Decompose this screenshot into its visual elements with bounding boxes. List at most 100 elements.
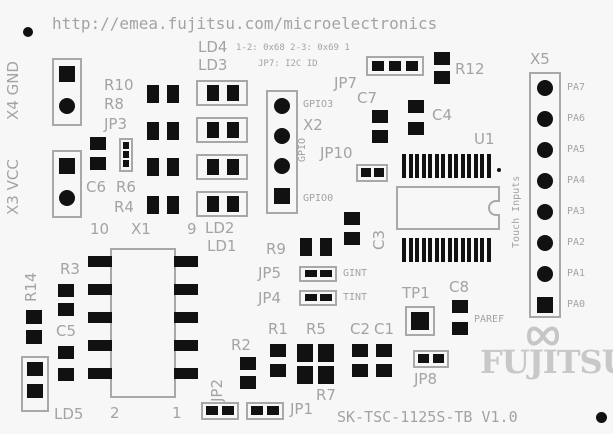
c4-pad: [408, 122, 424, 135]
x5-pin-pa4: [537, 173, 553, 189]
ld4-label: LD4: [198, 38, 228, 56]
x5-pin-pa7: [537, 80, 553, 96]
u1-pin: [447, 238, 452, 262]
r9-pad: [300, 238, 312, 256]
x1-pin: [174, 256, 198, 267]
u1-pin: [486, 238, 491, 262]
u1-pin: [454, 238, 458, 262]
x2-pin-gpio0: [274, 188, 290, 204]
c5-pad: [58, 368, 74, 381]
brand-logo: FUJITSU: [480, 343, 613, 381]
jp7-pad: [389, 61, 401, 71]
x3-pin-1: [59, 158, 75, 174]
r10-label: R10: [104, 76, 134, 94]
u1-pin: [415, 154, 419, 178]
r14-pad: [26, 310, 42, 324]
x2-pin: [274, 158, 290, 174]
c3-pad: [344, 212, 360, 225]
jp1-pad: [267, 406, 279, 415]
jp5-label: JP5: [258, 264, 282, 282]
jp10-label: JP10: [320, 144, 353, 162]
u1-pin: [447, 154, 452, 178]
x1-pin: [174, 312, 198, 323]
x5-pin-label: PA0: [567, 299, 586, 310]
jp4-label: JP4: [258, 289, 282, 307]
jp7-pad: [372, 61, 384, 71]
jp5-pad: [320, 270, 332, 277]
jp10-pad: [361, 168, 371, 177]
u1-pin: [467, 238, 471, 262]
r4-pad: [147, 196, 159, 214]
r2-label: R2: [231, 336, 251, 354]
u1-top-pins: [402, 154, 492, 178]
jp7-pad: [406, 61, 418, 71]
u1-notch: [488, 200, 500, 216]
u1-pin: [434, 154, 439, 178]
ld1-label: LD1: [207, 237, 237, 255]
u1-pin: [402, 154, 406, 178]
r6-label: R6: [116, 178, 136, 196]
gint-label: GINT: [343, 268, 368, 279]
url-label: http://emea.fujitsu.com/microelectronics: [52, 14, 438, 33]
x1-chip: [110, 248, 176, 398]
ld3-label: LD3: [198, 56, 228, 74]
x5-pin-pa1: [537, 266, 553, 282]
r6-pad: [167, 158, 179, 176]
jp7-note: 1-2: 0x68 2-3: 0x69 1: [236, 43, 350, 53]
led-pad: [227, 122, 239, 138]
u1-bottom-pins: [402, 238, 492, 262]
led-pad: [207, 196, 219, 212]
x5-pin-label: PA1: [567, 268, 586, 279]
x5-pin-label: PA7: [567, 82, 586, 93]
x1-pin: [174, 368, 198, 379]
x4-pin-1: [59, 66, 75, 82]
c5-pad: [58, 346, 74, 359]
c2-pad: [352, 364, 368, 377]
r7-pad: [297, 366, 313, 384]
r4-pad: [167, 196, 179, 214]
x5-pin-pa2: [537, 235, 553, 251]
tp1-pad: [411, 312, 429, 330]
c3-label: C3: [370, 229, 388, 250]
c2-label: C2: [350, 320, 371, 338]
r4-label: R4: [114, 198, 134, 216]
jp8-label: JP8: [414, 370, 438, 388]
c6-pad: [90, 137, 106, 150]
led-pad: [207, 85, 219, 101]
r5-label: R5: [306, 320, 326, 338]
x1-pin1-label: 1: [172, 404, 182, 422]
x1-pin: [88, 368, 112, 379]
x5-pin-label: PA6: [567, 113, 586, 124]
u1-pin: [467, 154, 471, 178]
x2-label: X2: [303, 116, 323, 134]
u1-pin: [402, 238, 406, 262]
jp2-pad: [206, 406, 218, 415]
u1-pin: [480, 238, 484, 262]
x1-pin: [88, 340, 112, 351]
led-ld4: [196, 117, 248, 143]
r14-pad: [26, 330, 42, 344]
r12-label: R12: [455, 60, 485, 78]
jp7-desc: JP7: I2C ID: [258, 59, 318, 69]
c4-pad: [408, 100, 424, 113]
x5-pin-pa5: [537, 142, 553, 158]
mounting-hole-top-left: [23, 27, 33, 37]
jp1-pad: [251, 406, 263, 415]
x1-label: X1: [131, 220, 151, 238]
led-ld2: [196, 154, 248, 180]
led-pad: [27, 384, 43, 398]
r10-pad: [167, 85, 179, 103]
c4-label: C4: [432, 106, 453, 124]
u1-chip: [396, 186, 500, 230]
r3-pad: [58, 284, 74, 297]
led-pad: [27, 362, 43, 376]
x1-pin: [88, 284, 112, 295]
ld2-label: LD2: [205, 219, 235, 237]
jp3-label: JP3: [104, 115, 128, 133]
u1-label: U1: [474, 130, 495, 148]
c8-pad: [452, 322, 468, 335]
led-ld3: [196, 80, 248, 106]
led-ld1: [196, 191, 248, 217]
r8-pad: [167, 122, 179, 140]
u1-pin: [460, 238, 465, 262]
